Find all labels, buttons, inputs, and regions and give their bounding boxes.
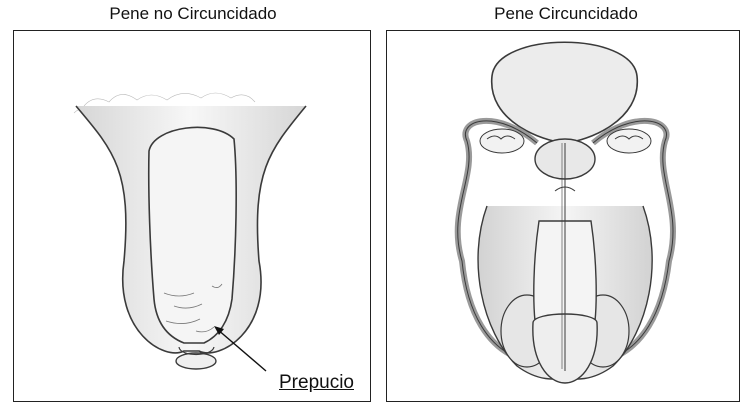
circumcised-illustration xyxy=(387,31,738,400)
uncircumcised-illustration xyxy=(14,31,369,400)
left-panel: Prepucio xyxy=(13,30,371,402)
foreskin-opening xyxy=(176,353,216,369)
right-panel-title: Pene Circuncidado xyxy=(386,4,746,24)
penis-shaft xyxy=(149,127,236,343)
right-panel xyxy=(386,30,740,402)
prepucio-label: Prepucio xyxy=(279,372,354,394)
left-panel-title: Pene no Circuncidado xyxy=(13,4,373,24)
